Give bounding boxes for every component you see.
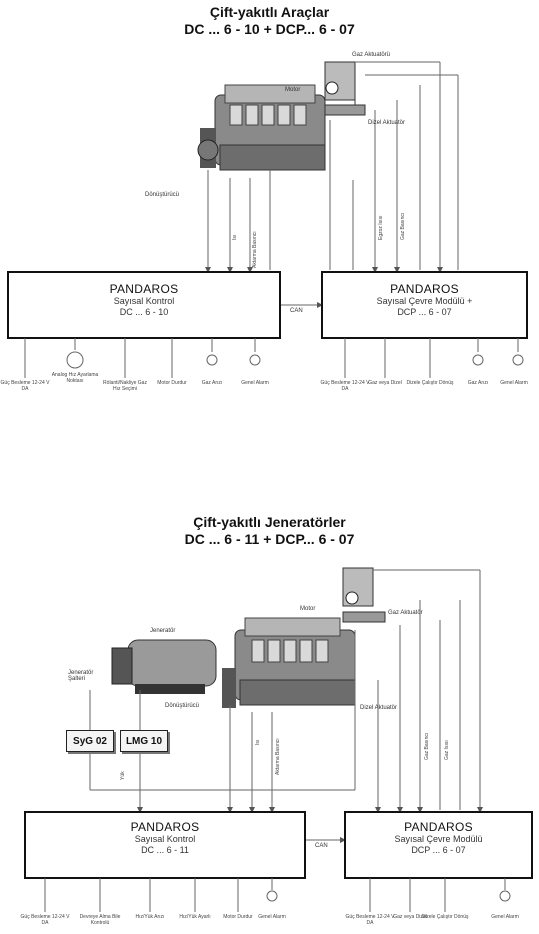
d2-bottom-right-3: Genel Alarm: [491, 914, 519, 920]
d1-bottom-right-1: Gaz veya Dizel: [368, 380, 402, 386]
d2-bottom-left-3: Hız/Yük Ayarlı: [179, 914, 211, 920]
label-aktarma-1: Aktarma Basıncı: [252, 231, 258, 268]
box-name: PANDAROS: [130, 820, 200, 834]
can-label-2: CAN: [315, 843, 328, 849]
d2-bottom-left-1: Devreye Alma Bile Kontrolü: [79, 914, 121, 926]
diagram1-right-box: [321, 271, 528, 339]
diagram1-left-box: [7, 271, 281, 339]
diagram2-title-line1: Çift-yakıtlı Jeneratörler: [193, 514, 346, 530]
d2-bottom-left-2: Hız/Yük Arızı: [135, 914, 165, 920]
d2-bottom-right-0: Güç Besleme 12-24 V DA: [345, 914, 395, 926]
box-line3: DCP ... 6 - 07: [411, 845, 466, 855]
box-line2: Sayısal Çevre Modülü: [394, 834, 483, 844]
d1-bottom-left-0: Güç Besleme 12-24 V DA: [0, 380, 50, 392]
label-motor-2: Motor: [300, 606, 316, 612]
d1-bottom-left-5: Genel Alarm: [241, 380, 269, 386]
d1-bottom-left-4: Gaz Arızı: [201, 380, 223, 386]
diagram2-bottom-connectors: [44, 878, 511, 912]
diagram1-bottom-connectors: [24, 338, 524, 378]
diagram1-left-box-text: PANDAROS Sayısal Kontrol DC ... 6 - 10: [8, 282, 280, 318]
box-name: PANDAROS: [109, 282, 179, 296]
d2-bottom-left-4: Motor Durdur: [223, 914, 253, 920]
box-line2: Sayısal Kontrol: [134, 834, 196, 844]
label-gaz-aktuator-2: Gaz Aktuatör: [388, 610, 423, 616]
diagram1-title-line1: Çift-yakıtlı Araçlar: [209, 4, 330, 20]
label-dizel-aktuator-2: Dizel Aktuatör: [360, 705, 398, 711]
d2-bottom-right-2: Dizele Çalıştır Dönüş: [421, 914, 469, 920]
d1-bottom-left-1: Analog Hız Ayarlama Noktası: [51, 372, 99, 384]
d2-bottom-right-1: Gaz veya Dizel: [393, 914, 427, 920]
diagram1-title-line2: DC ... 6 - 10 + DCP... 6 - 07: [184, 21, 355, 37]
d1-bottom-right-0: Güç Besleme 12-24 V DA: [320, 380, 370, 392]
label-jenerator: Jeneratör: [150, 628, 176, 634]
box-line3: DCP ... 6 - 07: [397, 307, 452, 317]
d1-bottom-left-3: Motor Durdur: [157, 380, 187, 386]
can-label-1: CAN: [290, 308, 303, 314]
generator: [111, 639, 217, 694]
d1-bottom-right-2: Dizele Çalıştır Dönüş: [406, 380, 454, 386]
label-egzoz-1: Egzoz Isısı: [378, 215, 384, 240]
gas-actuator-2: [342, 567, 386, 623]
diagram2-title-line2: DC ... 6 - 11 + DCP... 6 - 07: [184, 531, 355, 547]
label-yuk: Yük: [120, 771, 126, 780]
syg-02-module: SyG 02: [66, 730, 114, 752]
label-dizel-aktuator-1: Dizel Aktuatör: [368, 120, 406, 126]
box-line2: Sayısal Çevre Modülü +: [376, 296, 473, 306]
label-aktarma-2: Aktarma Basıncı: [275, 738, 281, 775]
box-line3: DC ... 6 - 10: [119, 307, 169, 317]
diagram2-left-box-text: PANDAROS Sayısal Kontrol DC ... 6 - 11: [25, 820, 305, 856]
diagram2-right-box-text: PANDAROS Sayısal Çevre Modülü DCP ... 6 …: [345, 820, 532, 856]
box-line2: Sayısal Kontrol: [113, 296, 175, 306]
diagram1-title: Çift-yakıtlı Araçlar DC ... 6 - 10 + DCP…: [0, 4, 539, 38]
label-jenerator-salteri: Jeneratör Şalteri: [68, 670, 94, 682]
box-name: PANDAROS: [404, 820, 473, 834]
label-isi-1: Isı: [232, 234, 238, 240]
label-gaz-basinci-2: Gaz Basıncı: [424, 732, 430, 760]
engine-2: [222, 617, 356, 708]
label-gaz-isisi-2: Gaz Isısı: [444, 740, 450, 760]
lmg-10-module: LMG 10: [120, 730, 168, 752]
diagram2-left-box: [24, 811, 306, 879]
d1-bottom-right-3: Gaz Arızı: [467, 380, 489, 386]
d2-bottom-left-5: Genel Alarm: [258, 914, 286, 920]
engine-1: [197, 84, 326, 171]
gas-actuator-1: [324, 61, 366, 116]
label-motor-1: Motor: [285, 87, 301, 93]
label-isi-2: Isı: [255, 739, 261, 745]
box-line3: DC ... 6 - 11: [141, 845, 189, 855]
label-gaz-aktuator-1: Gaz Aktuatörü: [352, 52, 391, 58]
d1-bottom-left-2: Rölanti/Nakliye Gaz Hız Seçimi: [103, 380, 147, 392]
label-donusturucu-2: Dönüştürücü: [165, 703, 200, 709]
d2-bottom-left-0: Güç Besleme 12-24 V DA: [20, 914, 70, 926]
diagram2-right-box: [344, 811, 533, 879]
diagram1-right-box-text: PANDAROS Sayısal Çevre Modülü + DCP ... …: [322, 282, 527, 318]
d1-bottom-right-4: Genel Alarm: [500, 380, 528, 386]
box-name: PANDAROS: [390, 282, 459, 296]
label-gaz-basinci-1: Gaz Basıncı: [400, 212, 406, 240]
diagram2-title: Çift-yakıtlı Jeneratörler DC ... 6 - 11 …: [0, 514, 539, 548]
label-donusturucu-1: Dönüştürücü: [145, 192, 180, 198]
